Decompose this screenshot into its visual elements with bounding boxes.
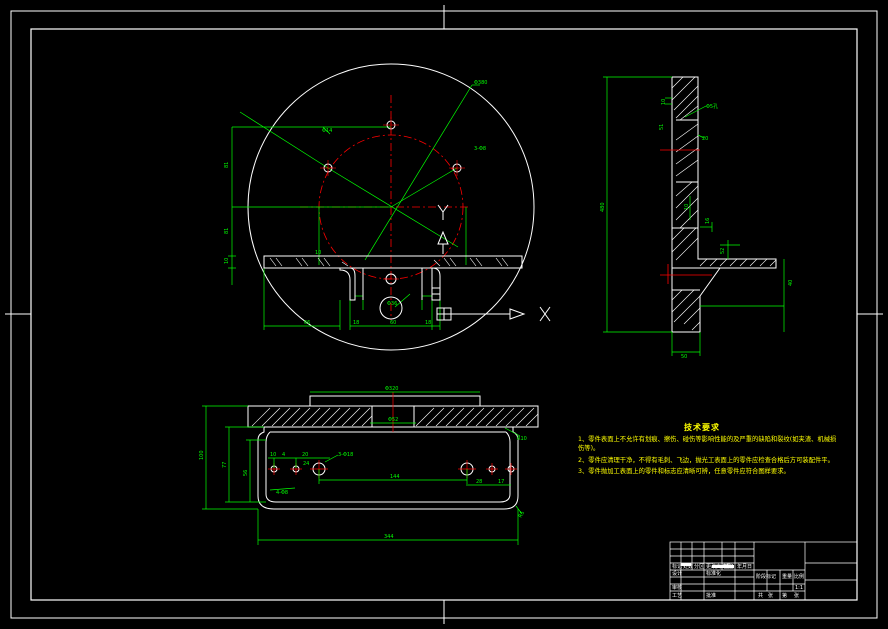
dim-circle-dia: Φ380 — [474, 80, 487, 86]
dim-left-h2: 81 — [224, 228, 230, 234]
dim-side-d52: 52 — [720, 248, 726, 254]
tb-cell-4: 签名 — [724, 563, 734, 570]
dim-w60: 60 — [390, 320, 396, 326]
dim-front-inner: Φ52 — [388, 417, 398, 423]
top-construction — [228, 84, 480, 330]
dim-left-h1: 81 — [224, 162, 230, 168]
tb-cell-1: 处数 — [683, 563, 693, 570]
side-hatch — [671, 76, 777, 331]
tech-note-2: 2、零件应清理干净，不得有毛刺、飞边，抛光工表面上的零件应检查合格后方可装配件平… — [578, 456, 834, 464]
tb-cell-10: 比例 — [794, 573, 804, 580]
title-block-texts: 标记 处数 分区 更改文件号 签名 年月日 设计 标准化 阶段标记 重量 比例 … — [672, 563, 804, 599]
tb-cell-8: 阶段标记 — [756, 573, 776, 580]
tech-notes-title: 技术要求 — [684, 423, 720, 432]
flange-hatch — [269, 257, 509, 267]
dim-front-d10: 10 — [270, 452, 276, 458]
dim-front-holes-left: 4-Φ8 — [276, 490, 288, 496]
tb-cell-13: 批准 — [706, 592, 716, 599]
front-dimensions — [202, 391, 523, 545]
side-dimensions — [603, 76, 785, 356]
dim-side-d16: 16 — [705, 218, 711, 224]
dim-front-r10: R10 — [517, 436, 527, 442]
dim-holes-3x: 3-Φ8 — [474, 146, 486, 152]
tb-cell-18: 1:1 — [795, 585, 803, 591]
tech-note-3: 3、零件抛加工表面上的零件和标志应清晰可辨，任意零件应符合图样要求。 — [578, 468, 790, 476]
side-view: 480 10 Φ5孔 20 51 10 16 52 40 50 — [600, 76, 794, 360]
tb-cell-9: 重量 — [782, 573, 792, 580]
dim-flange-t: 10 — [224, 258, 230, 264]
tb-cell-2: 分区 — [694, 563, 704, 570]
dim-side-d20: 20 — [702, 136, 708, 142]
dim-front-top: Φ320 — [385, 386, 398, 392]
dim-side-height: 480 — [600, 202, 606, 212]
tb-cell-5: 年月日 — [737, 563, 752, 570]
dim-side-d40: 40 — [788, 280, 794, 286]
dim-overall-bottom: 66 — [304, 320, 310, 326]
dim-front-h100: 100 — [199, 450, 205, 460]
dim-front-28: 28 — [476, 479, 482, 485]
dim-w18-right: 18 — [425, 320, 431, 326]
top-holes — [323, 120, 462, 320]
dim-front-hole-right: 3-Φ18 — [338, 452, 353, 458]
y-axis-symbol — [437, 204, 449, 254]
tb-cell-6: 设计 — [672, 570, 682, 577]
dim-small-1: 10 — [315, 250, 321, 256]
dim-front-d24: 24 — [303, 461, 309, 467]
side-centerlines — [660, 149, 712, 284]
tb-cell-3: 更改文件号 — [706, 563, 731, 570]
dim-side-w50: 50 — [681, 354, 687, 360]
dim-w18-left: 18 — [353, 320, 359, 326]
tech-notes: 技术要求 1、零件表面上不允许有划痕、擦伤、碰伤等影响性能的及严重的缺陷和裂纹(… — [578, 422, 840, 477]
front-hatch — [251, 407, 539, 427]
tb-cell-11: 审核 — [672, 584, 682, 591]
tb-cell-12: 工艺 — [672, 593, 682, 599]
tb-cell-17: 张 — [794, 592, 799, 599]
title-block-fills — [681, 563, 734, 568]
tb-cell-16: 第 — [782, 592, 787, 599]
dim-front-h56: 56 — [243, 470, 249, 476]
front-view: Φ320 Φ52 100 77 56 10 4 20 24 4-Φ8 3-Φ18… — [199, 386, 539, 545]
flange-plate — [263, 255, 523, 301]
tb-cell-15: 张 — [768, 592, 773, 599]
dim-side-t10: 10 — [661, 99, 667, 105]
dim-front-344: 344 — [384, 534, 394, 540]
dim-front-d20: 20 — [302, 452, 308, 458]
dim-front-r5: R5 — [518, 510, 527, 519]
tb-cell-14: 共 — [758, 592, 763, 599]
dim-side-d51: 51 — [659, 124, 665, 130]
dim-front-d4: 4 — [282, 452, 285, 458]
tech-note-1: 1、零件表面上不允许有划痕、擦伤、碰伤等影响性能的及严重的缺陷和裂纹(如夹渣、机… — [578, 436, 837, 453]
tb-cell-7: 标准化 — [706, 570, 721, 577]
dim-boss-dia: Φ36 — [387, 301, 397, 307]
drawing-frame — [5, 5, 883, 624]
title-block — [669, 541, 858, 601]
x-axis-symbol — [436, 306, 551, 322]
dim-front-h77: 77 — [222, 462, 228, 468]
dim-side-hole: Φ5孔 — [706, 103, 718, 110]
tb-cell-0: 标记 — [672, 563, 682, 570]
dim-side-d10b: 10 — [684, 204, 690, 210]
dim-hole-top: Φ14 — [322, 128, 332, 134]
dim-front-17: 17 — [498, 479, 504, 485]
top-view: Φ380 Φ14 3-Φ8 81 81 10 10 66 18 60 18 Φ3… — [224, 63, 551, 351]
dim-front-144: 144 — [390, 474, 400, 480]
